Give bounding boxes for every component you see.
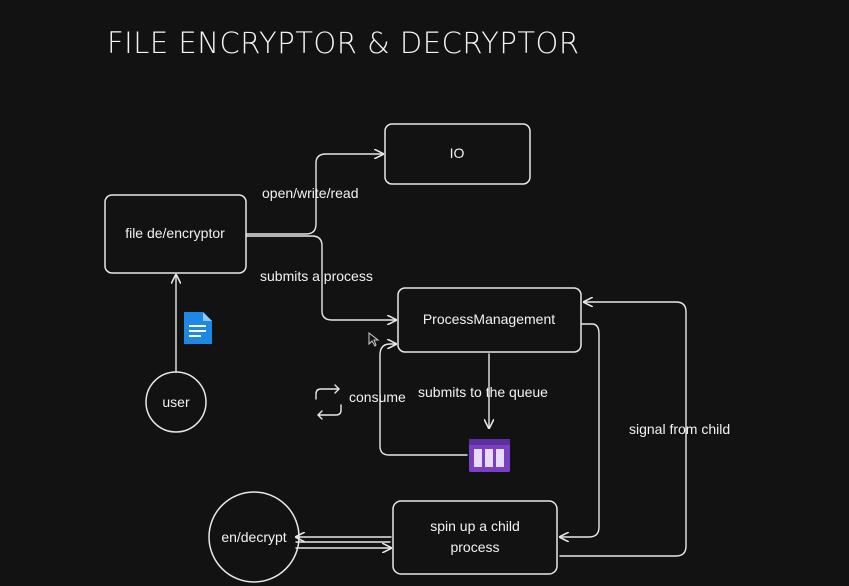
edge-label-open: open/write/read xyxy=(262,185,359,201)
node-io xyxy=(384,123,531,185)
queue-icon xyxy=(469,439,510,472)
cursor-icon xyxy=(368,331,380,347)
edge-file-to-pm xyxy=(245,235,396,320)
node-user xyxy=(145,371,207,433)
edge-queue-to-pm xyxy=(379,344,468,456)
node-pm-label: ProcessManagement xyxy=(423,311,555,327)
node-child-label-2: process xyxy=(450,539,499,555)
edge-label-consume: consume xyxy=(349,389,406,405)
node-io-label: IO xyxy=(450,145,465,161)
diagram-title: FILE ENCRYPTOR & DECRYPTOR xyxy=(107,26,580,60)
node-endecrypt xyxy=(208,491,300,583)
refresh-arrows-icon xyxy=(315,384,342,420)
node-file-encryptor xyxy=(104,194,247,274)
node-child-process xyxy=(392,500,558,575)
node-endecrypt-label: en/decrypt xyxy=(221,529,286,545)
edge-file-to-io xyxy=(245,154,383,235)
node-user-label: user xyxy=(162,394,190,410)
node-child-label-1: spin up a child xyxy=(430,518,520,534)
edge-label-signal: signal from child xyxy=(629,421,730,437)
node-process-management xyxy=(397,287,582,353)
edge-pm-to-child xyxy=(560,323,600,537)
edge-label-submits-process: submits a process xyxy=(260,268,373,284)
document-icon xyxy=(184,312,212,344)
edge-label-submits-queue: submits to the queue xyxy=(418,384,548,400)
edge-signal-to-pm xyxy=(559,302,687,557)
node-file-label: file de/encryptor xyxy=(125,225,225,241)
